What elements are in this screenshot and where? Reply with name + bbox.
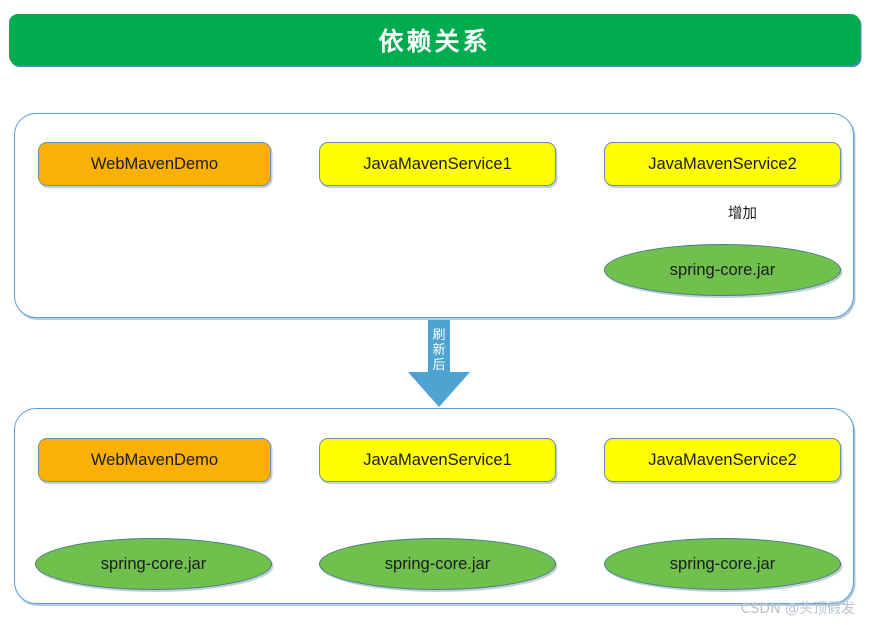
node-label: spring-core.jar xyxy=(669,554,776,573)
node-web-maven-demo-bottom[interactable]: WebMavenDemo xyxy=(38,438,271,482)
node-web-maven-demo-top[interactable]: WebMavenDemo xyxy=(38,142,271,186)
node-java-maven-service1-bottom[interactable]: JavaMavenService1 xyxy=(319,438,556,482)
watermark: CSDN @头顶假发 xyxy=(740,601,855,617)
edge-label-zengjia: 增加 xyxy=(728,206,757,222)
refresh-arrow: 刷 新 后 xyxy=(404,320,474,408)
node-java-maven-service2-top[interactable]: JavaMavenService2 xyxy=(604,142,841,186)
node-label: JavaMavenService2 xyxy=(648,154,797,173)
node-spring-core-jar-bottom-2[interactable]: spring-core.jar xyxy=(319,538,556,590)
node-label: JavaMavenService1 xyxy=(363,154,512,173)
refresh-arrow-shape xyxy=(408,320,470,407)
refresh-label-char-1: 刷 xyxy=(432,328,446,343)
node-java-maven-service1-top[interactable]: JavaMavenService1 xyxy=(319,142,556,186)
refresh-arrow-label: 刷 新 后 xyxy=(404,328,474,373)
refresh-label-char-3: 后 xyxy=(432,358,446,373)
node-label: JavaMavenService2 xyxy=(648,450,797,469)
node-label: spring-core.jar xyxy=(384,554,491,573)
page-header-banner: 依赖关系 xyxy=(9,14,860,65)
node-label: WebMavenDemo xyxy=(90,450,219,469)
node-label: spring-core.jar xyxy=(669,260,776,279)
node-label: WebMavenDemo xyxy=(90,154,219,173)
node-spring-core-jar-bottom-3[interactable]: spring-core.jar xyxy=(604,538,841,590)
node-spring-core-jar-bottom-1[interactable]: spring-core.jar xyxy=(35,538,272,590)
refresh-label-char-2: 新 xyxy=(432,343,446,358)
node-java-maven-service2-bottom[interactable]: JavaMavenService2 xyxy=(604,438,841,482)
node-label: JavaMavenService1 xyxy=(363,450,512,469)
node-spring-core-jar-top[interactable]: spring-core.jar xyxy=(604,244,841,296)
node-label: spring-core.jar xyxy=(100,554,207,573)
page-title: 依赖关系 xyxy=(378,26,491,56)
